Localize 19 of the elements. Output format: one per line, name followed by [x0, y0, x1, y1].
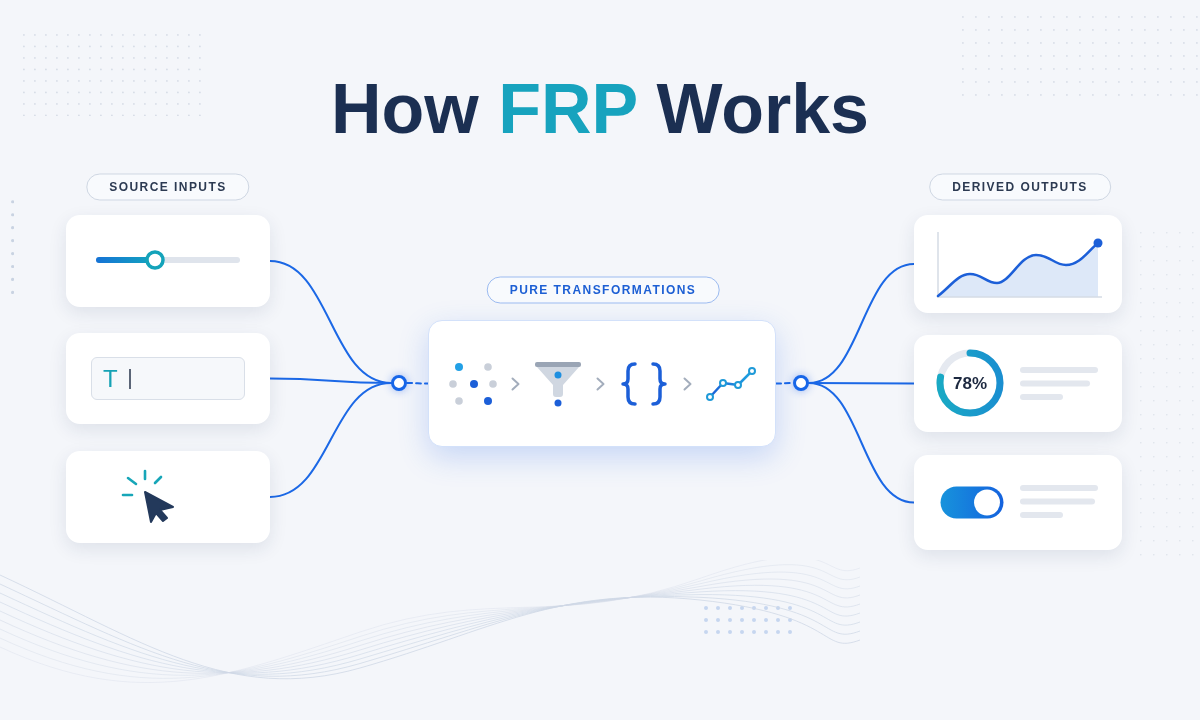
- junction-node: [793, 375, 809, 391]
- input-card: [66, 215, 270, 307]
- section-tag: DERIVED OUTPUTS: [929, 173, 1111, 201]
- transform-panel: [428, 320, 776, 447]
- section-tag: PURE TRANSFORMATIONS: [486, 276, 720, 304]
- title: How FRP Works: [330, 74, 870, 144]
- input-card: [66, 451, 270, 543]
- output-card: [914, 215, 1122, 313]
- percentage-value: 78%: [953, 374, 987, 392]
- dashed-connector: [775, 382, 794, 385]
- output-card: [914, 335, 1122, 432]
- output-card: [914, 455, 1122, 550]
- input-text: T: [103, 366, 118, 391]
- connector-line: [269, 382, 392, 498]
- dashed-connector: [406, 382, 429, 385]
- section-tag: SOURCE INPUTS: [86, 173, 250, 201]
- input-card: [66, 333, 270, 424]
- connector-line: [808, 382, 915, 504]
- junction-node: [391, 375, 407, 391]
